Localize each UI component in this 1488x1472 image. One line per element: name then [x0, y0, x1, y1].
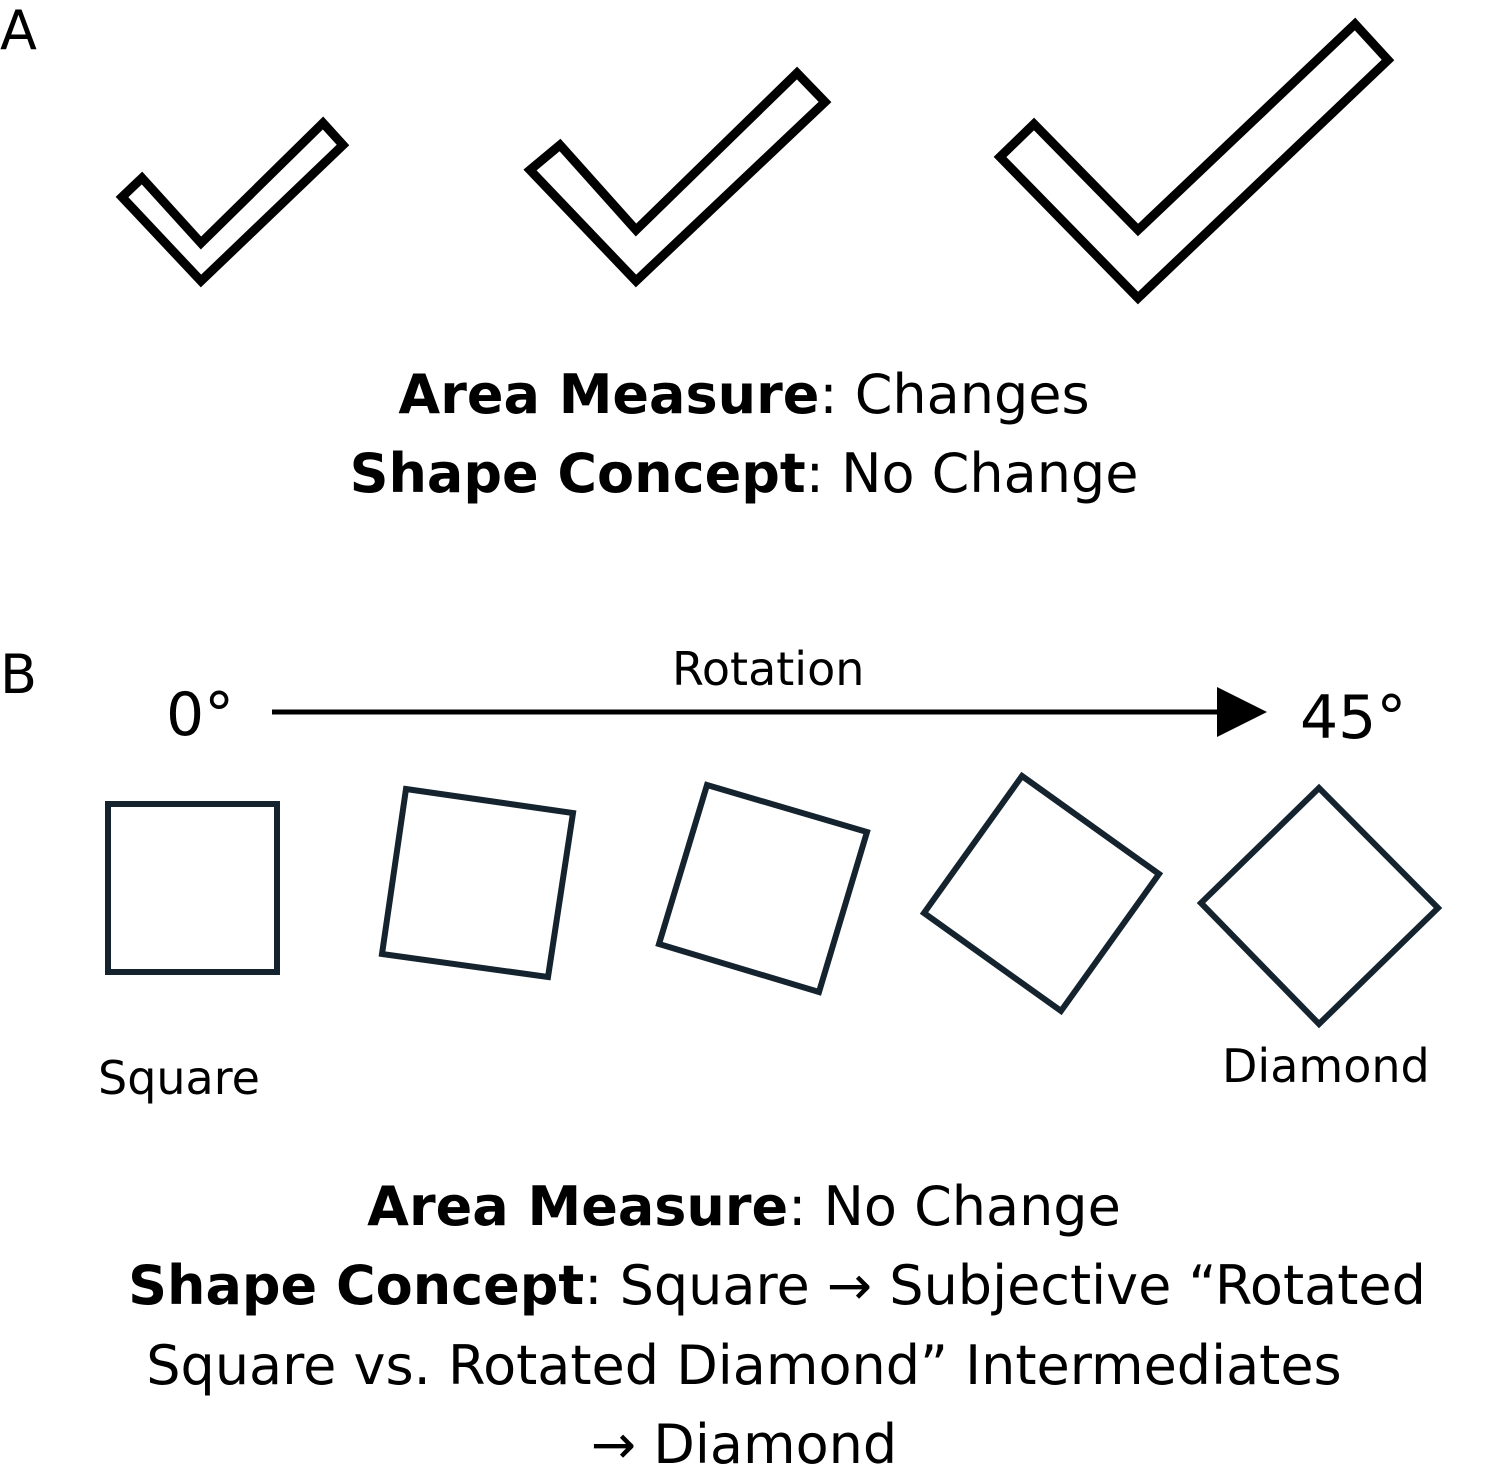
shape-concept-label-b: Shape Concept	[128, 1254, 585, 1317]
start-angle-label: 0°	[166, 680, 235, 750]
square-rotated-step1-shape	[378, 785, 577, 981]
shape-concept-value-b: : Square → Subjective “Rotated	[584, 1254, 1426, 1317]
shape-concept-value: : No Change	[805, 442, 1139, 505]
panel-a-letter: A	[0, 0, 37, 62]
panel-b-letter: B	[0, 643, 38, 706]
panel-a-checkmarks	[115, 17, 1395, 305]
panel-b-caption-line4: → Diamond	[590, 1413, 898, 1472]
diamond-label: Diamond	[1222, 1039, 1430, 1093]
area-measure-label-b: Area Measure	[367, 1175, 789, 1238]
panel-a-caption-line1: Area Measure: Changes	[0, 368, 1488, 422]
area-measure-value: : Changes	[819, 363, 1090, 426]
panel-b-caption-line2: Shape Concept: Square → Subjective “Rota…	[66, 1259, 1488, 1313]
checkmark-medium-icon	[523, 66, 832, 288]
end-angle-label: 45°	[1300, 683, 1407, 753]
panel-b-rotated-squares	[105, 771, 1443, 1029]
square-rotated-step3-shape	[919, 771, 1164, 1016]
rotation-label: Rotation	[672, 642, 865, 696]
panel-a-caption-line2: Shape Concept: No Change	[0, 447, 1488, 501]
checkmark-small-icon	[115, 116, 350, 288]
checkmark-large-icon	[993, 17, 1395, 305]
panel-b-caption-line3: Square vs. Rotated Diamond” Intermediate…	[146, 1334, 1342, 1397]
area-measure-value-b: : No Change	[788, 1175, 1121, 1238]
square-label: Square	[98, 1051, 260, 1105]
diamond-45deg-shape	[1196, 783, 1443, 1029]
panel-b-caption-line1: Area Measure: No Change	[0, 1180, 1488, 1234]
area-measure-label: Area Measure	[398, 363, 820, 426]
square-0deg-shape	[105, 801, 280, 975]
shape-concept-label: Shape Concept	[349, 442, 806, 505]
square-rotated-step2-shape	[655, 781, 871, 996]
